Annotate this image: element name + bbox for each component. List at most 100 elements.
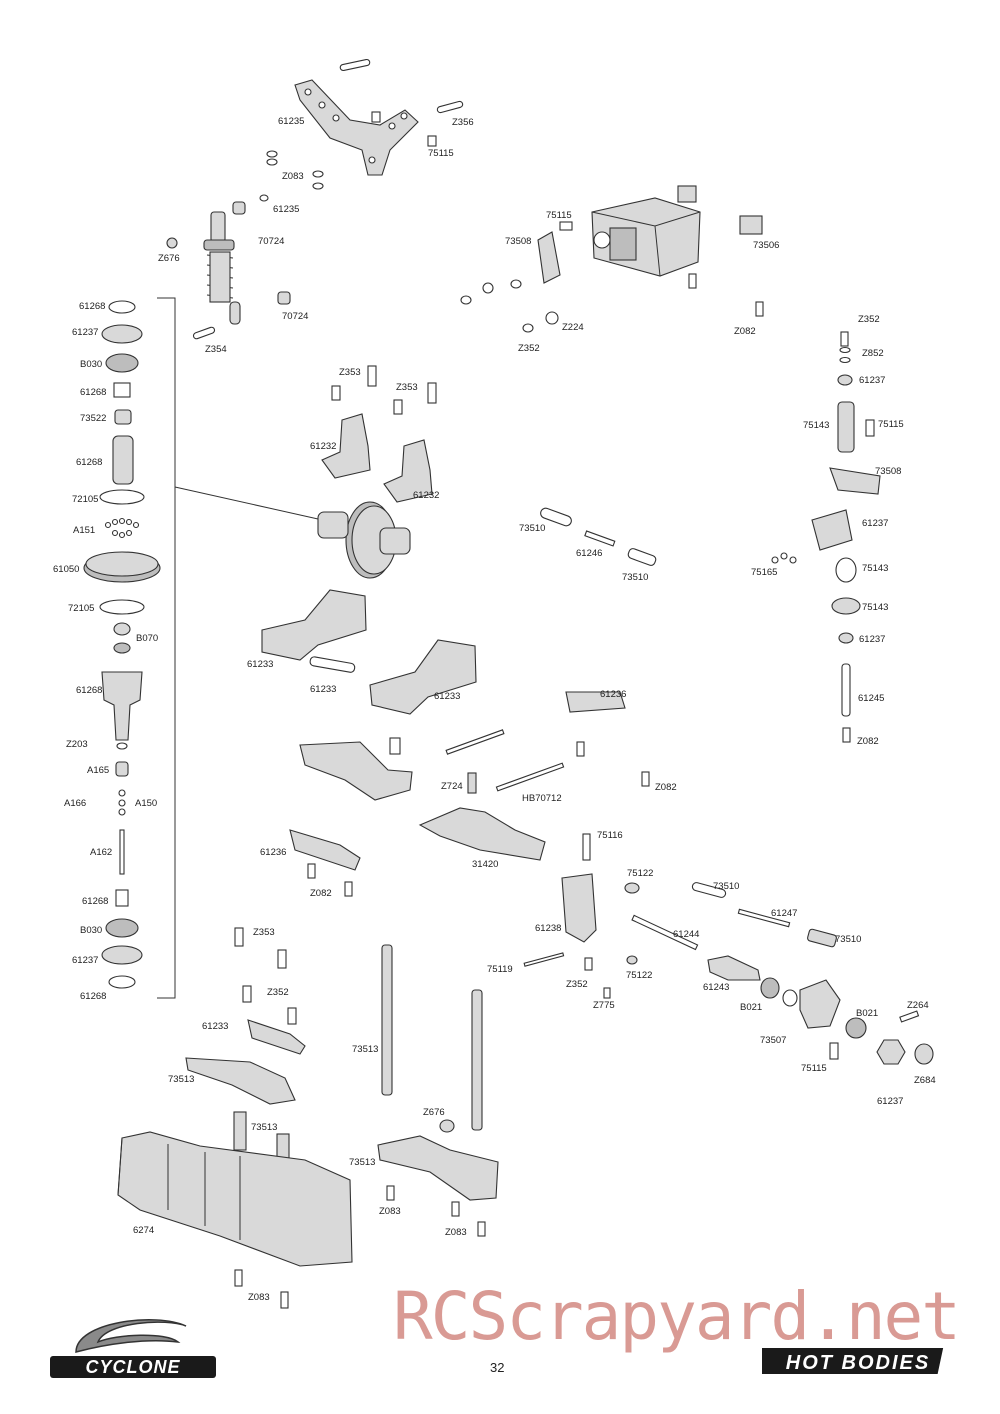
servo-hardware — [460, 221, 764, 333]
servo-mount — [677, 185, 697, 203]
part-label: Z203 — [66, 739, 88, 750]
part-label: 73513 — [251, 1122, 278, 1133]
part-label: 61237 — [859, 375, 886, 386]
watermark-text: RCScrapyard.net — [393, 1278, 961, 1355]
part-label: 31420 — [472, 859, 499, 870]
part-label: B030 — [80, 359, 103, 370]
pin-top — [339, 58, 371, 72]
part-label: 73508 — [875, 466, 902, 477]
part-label: 61245 — [858, 693, 885, 704]
part-label: 75115 — [546, 210, 572, 221]
part-label: 73510 — [622, 572, 649, 583]
part-label: 70724 — [258, 236, 285, 247]
part-label: 72105 — [72, 494, 99, 505]
diff-assembly — [317, 501, 411, 579]
part-label: 73513 — [168, 1074, 195, 1085]
part-label: 75116 — [597, 830, 623, 841]
part-label: 75115 — [801, 1063, 827, 1074]
part-label: Z083 — [379, 1206, 401, 1217]
part-label: Z224 — [562, 322, 584, 333]
part-label: Z356 — [452, 117, 474, 128]
part-label: 75143 — [862, 563, 889, 574]
part-label: Z353 — [339, 367, 361, 378]
part-label: A165 — [87, 765, 110, 776]
shock-absorber — [203, 211, 241, 325]
part-label: Z083 — [248, 1292, 270, 1303]
servo-saver — [537, 231, 561, 284]
part-label: Z684 — [914, 1075, 936, 1086]
part-label: A162 — [90, 847, 113, 858]
shock-tower — [294, 79, 419, 176]
diff-mounts — [321, 365, 437, 503]
arm-mounts — [261, 589, 477, 715]
part-label: Z082 — [310, 888, 332, 899]
part-label: Z083 — [445, 1227, 467, 1238]
tower-screws — [232, 100, 464, 215]
servo — [591, 197, 701, 277]
part-label: 61268 — [80, 991, 107, 1002]
part-label: 61237 — [877, 1096, 904, 1107]
part-label: 75143 — [862, 602, 889, 613]
part-label: Z852 — [862, 348, 884, 359]
part-label: A150 — [135, 798, 158, 809]
part-label: 73508 — [505, 236, 532, 247]
part-label: A151 — [73, 525, 96, 536]
nut — [166, 237, 178, 249]
part-label: 61247 — [771, 908, 798, 919]
part-label: Z354 — [205, 344, 227, 355]
part-label: B021 — [856, 1008, 879, 1019]
part-label: 73513 — [349, 1157, 376, 1168]
part-label: B070 — [136, 633, 159, 644]
part-label: 61237 — [72, 955, 99, 966]
part-label: 61237 — [859, 634, 886, 645]
bumper-assembly — [117, 927, 499, 1309]
hot-bodies-logo: HOT BODIES — [762, 1348, 944, 1374]
svg-text:CYCLONE: CYCLONE — [85, 1357, 180, 1377]
part-label: 61268 — [76, 685, 103, 696]
part-label: 75115 — [878, 419, 904, 430]
part-label: 61233 — [247, 659, 274, 670]
part-label: 75115 — [428, 148, 454, 159]
cyclone-logo: CYCLONE — [50, 1319, 216, 1378]
part-label: 61268 — [80, 387, 107, 398]
part-label: 61236 — [260, 847, 287, 858]
part-label: 61268 — [82, 896, 109, 907]
part-label: 70724 — [282, 311, 309, 322]
part-label: 61232 — [413, 490, 440, 501]
screw — [192, 326, 216, 340]
part-label: Z082 — [857, 736, 879, 747]
part-label: 75165 — [751, 567, 778, 578]
diff-exploded-stack — [83, 300, 161, 989]
part-label: Z083 — [282, 171, 304, 182]
part-label: Z352 — [267, 987, 289, 998]
leader-line — [174, 486, 319, 520]
part-label: 6274 — [133, 1225, 155, 1236]
part-label: 73510 — [519, 523, 546, 534]
svg-text:HOT BODIES: HOT BODIES — [786, 1352, 930, 1374]
part-label: 61268 — [76, 457, 103, 468]
arm-mount-front — [565, 691, 626, 713]
part-label: 61235 — [278, 116, 305, 127]
part-label: Z352 — [858, 314, 880, 325]
part-label: Z082 — [655, 782, 677, 793]
part-label: 73507 — [760, 1035, 787, 1046]
part-label: 73510 — [713, 881, 740, 892]
part-label: Z353 — [253, 927, 275, 938]
part-label: 61233 — [310, 684, 337, 695]
part-label: 61238 — [535, 923, 562, 934]
part-label: B030 — [80, 925, 103, 936]
part-label: Z775 — [593, 1000, 615, 1011]
part-label: 61244 — [673, 929, 700, 940]
hub-carrier — [523, 833, 934, 1065]
part-label: 75122 — [626, 970, 653, 981]
part-label: 61237 — [72, 327, 99, 338]
part-label: Z352 — [518, 343, 540, 354]
suspension-arms — [289, 729, 650, 897]
part-label: 61268 — [79, 301, 106, 312]
part-label: 75122 — [627, 868, 654, 879]
part-label: Z353 — [396, 382, 418, 393]
part-label: Z082 — [734, 326, 756, 337]
bushing — [277, 291, 291, 305]
part-label: B021 — [740, 1002, 763, 1013]
part-label: 61246 — [576, 548, 603, 559]
